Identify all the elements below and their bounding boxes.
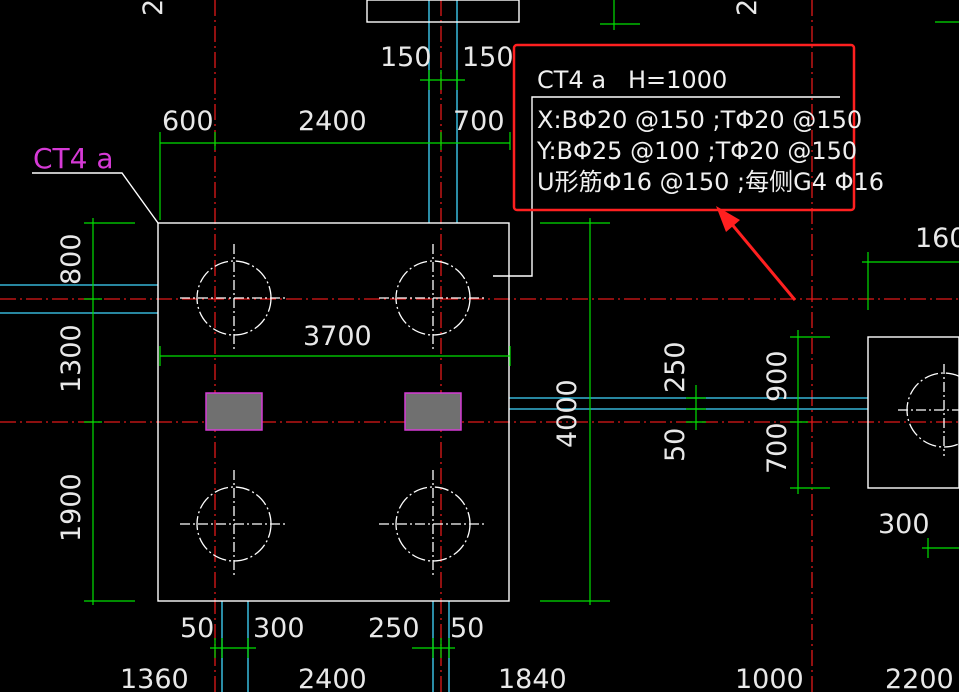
dim-top-150-right: 150 — [462, 42, 514, 73]
dim-top-2-left: 2 — [138, 0, 169, 16]
annotation-arrow-head — [716, 206, 740, 232]
annotation-header-name: CT4 a — [537, 66, 606, 94]
dim-right-4000: 4000 — [552, 379, 583, 448]
dim-bottom-250: 250 — [368, 613, 420, 644]
dim-top-2400: 2400 — [298, 106, 367, 137]
dim-right-900: 900 — [762, 350, 793, 402]
dim-top-700: 700 — [453, 106, 505, 137]
pile-2 — [379, 244, 487, 352]
dim-bottom-1840: 1840 — [498, 664, 567, 692]
dim-right-1600: 1600 — [915, 223, 959, 254]
tag-leader — [32, 172, 159, 224]
dim-mid-3700: 3700 — [303, 321, 372, 352]
outlines — [32, 0, 959, 602]
top-member-outline — [366, 0, 520, 23]
dim-bottom-2200: 2200 — [885, 664, 954, 692]
dim-left-800: 800 — [56, 233, 87, 285]
column-left — [205, 392, 263, 431]
dim-right-300: 300 — [878, 509, 930, 540]
dim-right-700: 700 — [762, 422, 793, 474]
annotation-line-u: U形筋Φ16 @150 ;每侧G4 Φ16 — [537, 168, 884, 196]
pile-1 — [180, 244, 288, 352]
annotation-leader — [493, 96, 840, 277]
dim-bottom-1000: 1000 — [735, 664, 804, 692]
dimension-lines — [84, 0, 959, 658]
annotation-arrow-shaft — [728, 221, 797, 301]
dim-right-250: 250 — [660, 341, 691, 393]
dim-top-2-right: 2 — [732, 0, 763, 16]
column-right — [404, 392, 462, 431]
annotation-highlight-box — [512, 43, 856, 212]
dim-bottom-1360: 1360 — [120, 664, 189, 692]
dim-bottom-50-right: 50 — [450, 613, 484, 644]
dim-left-1900: 1900 — [56, 473, 87, 542]
annotation-line-y: Y:BΦ25 @100 ;TΦ20 @150 — [536, 137, 857, 165]
pile-4 — [379, 470, 487, 578]
dim-top-600: 600 — [162, 106, 214, 137]
dim-left-1300: 1300 — [56, 324, 87, 393]
annotation-header-height: H=1000 — [628, 66, 727, 94]
pile-cap-tag: CT4 a — [33, 142, 114, 175]
dim-bottom-50-left: 50 — [180, 613, 214, 644]
pile-3 — [180, 470, 288, 578]
pipe-lines — [0, 0, 868, 692]
pile-right — [898, 364, 959, 456]
dim-top-150-left: 150 — [380, 42, 432, 73]
dim-right-50: 50 — [660, 428, 691, 462]
pile-cap-outline — [157, 222, 510, 602]
annotation-line-x: X:BΦ20 @150 ;TΦ20 @150 — [537, 106, 862, 134]
right-cap-outline — [867, 336, 959, 489]
piles — [180, 244, 959, 578]
dim-bottom-300: 300 — [253, 613, 305, 644]
dim-bottom-2400: 2400 — [298, 664, 367, 692]
